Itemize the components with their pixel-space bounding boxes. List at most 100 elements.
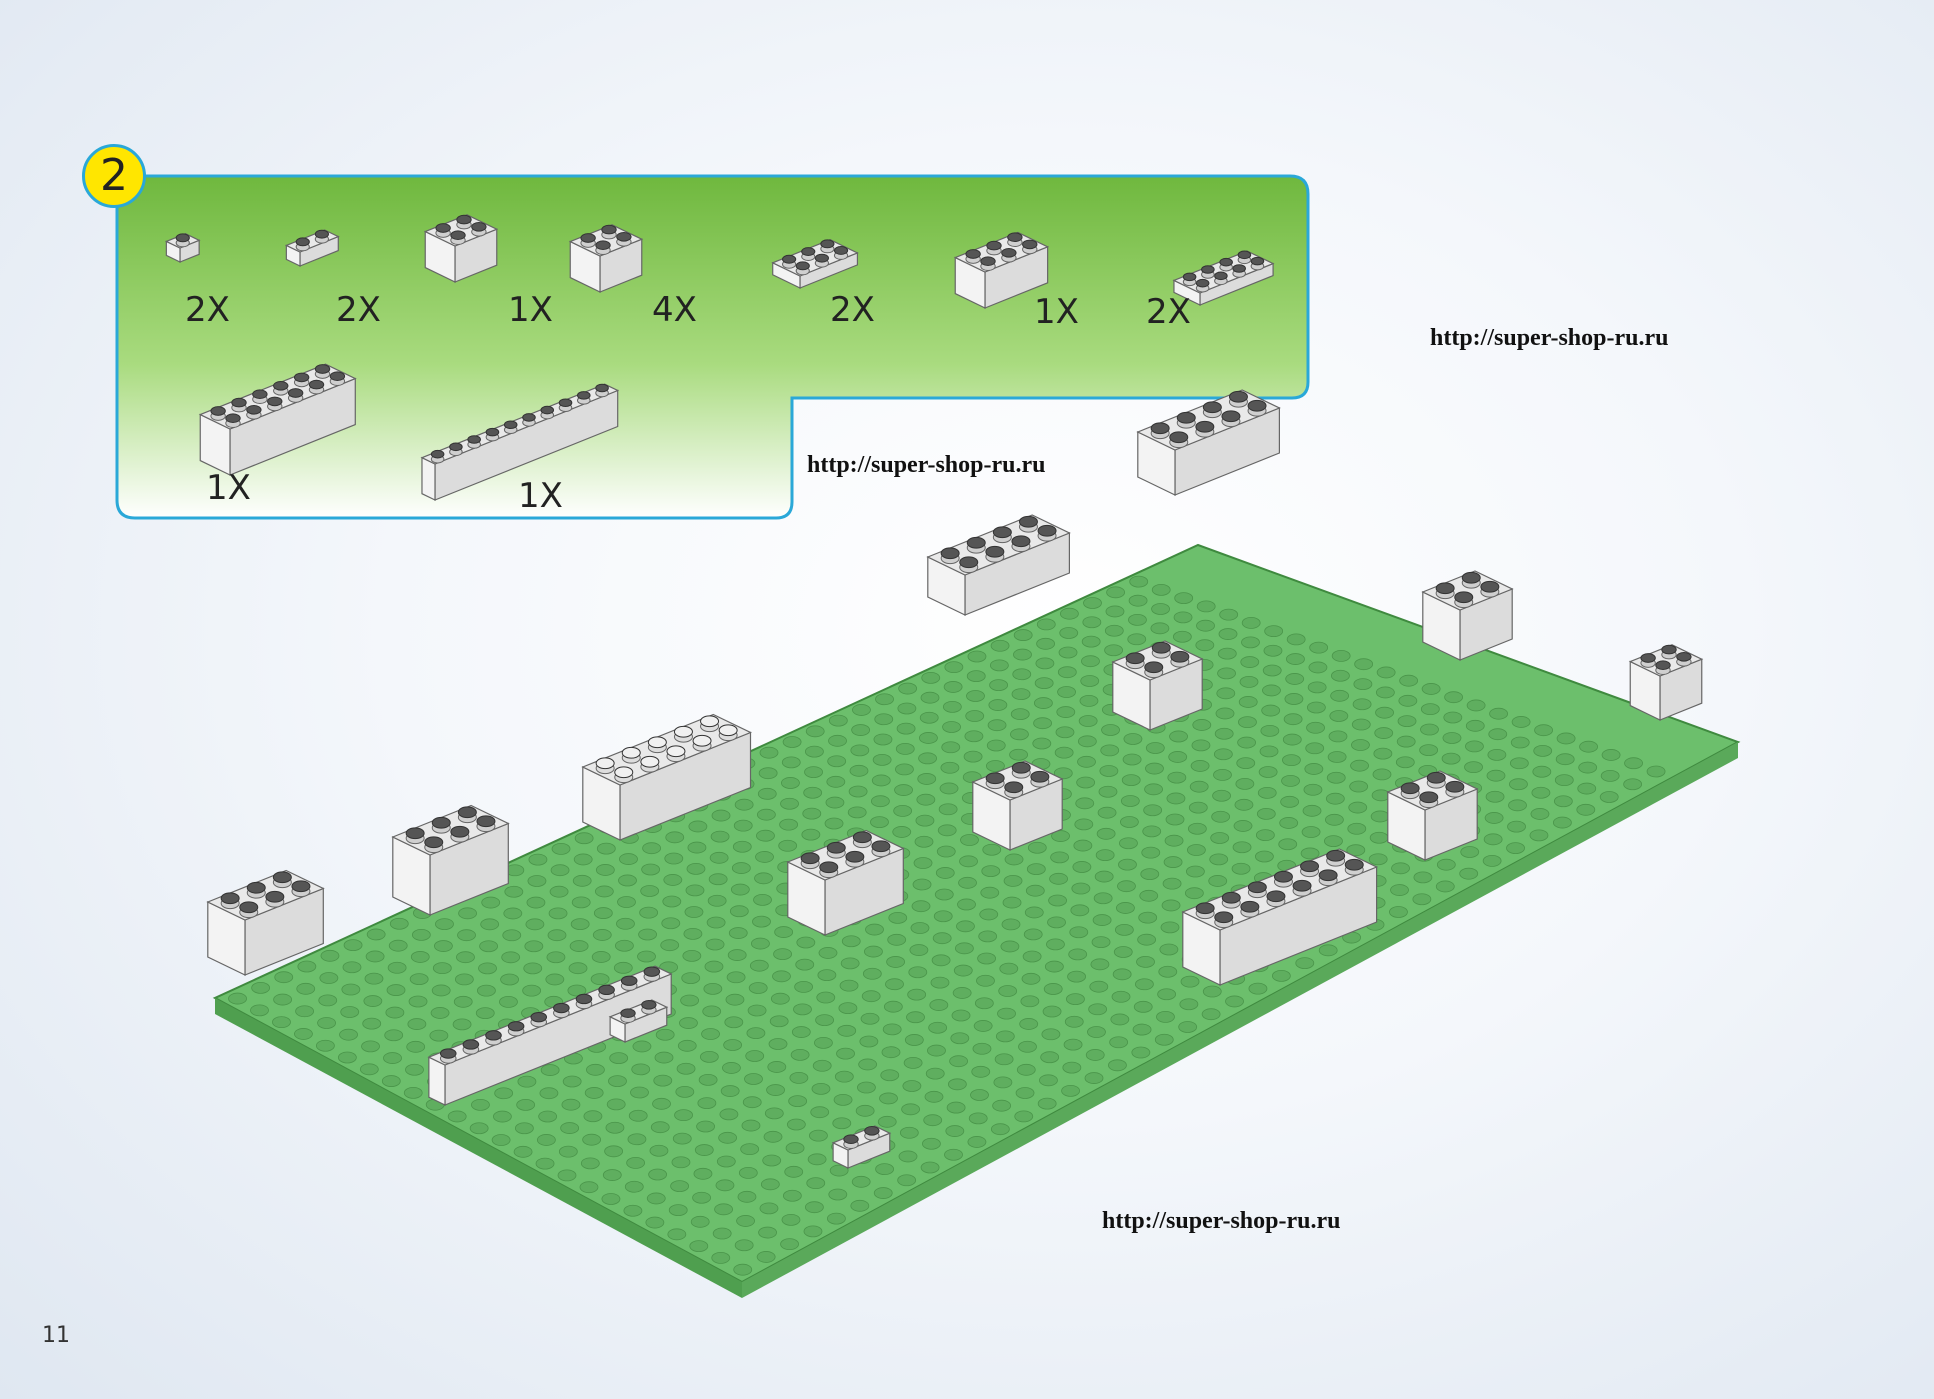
baseplate-stud — [864, 945, 883, 958]
baseplate-stud — [927, 1044, 946, 1057]
baseplate-stud — [914, 835, 934, 848]
baseplate-stud — [810, 1106, 830, 1119]
placed-brick-stud — [1480, 580, 1500, 593]
baseplate-stud — [1254, 850, 1274, 863]
baseplate-stud — [1486, 769, 1506, 782]
baseplate-stud — [1131, 1046, 1151, 1059]
placed-white-brick-stud — [718, 724, 738, 737]
baseplate-stud — [796, 936, 816, 949]
baseplate-stud — [993, 1076, 1013, 1089]
baseplate-stud — [337, 1051, 357, 1064]
baseplate-stud — [829, 1164, 849, 1177]
placed-brick-stud — [852, 831, 872, 844]
baseplate-stud — [317, 1017, 336, 1029]
baseplate-front-edge — [215, 998, 742, 1298]
baseplate-stud — [411, 928, 431, 941]
baseplate-stud — [769, 1015, 789, 1028]
baseplate-stud — [1399, 674, 1419, 687]
baseplate-stud — [912, 878, 932, 891]
baseplate-stud — [1074, 818, 1094, 831]
baseplate-stud — [1172, 630, 1192, 643]
baseplate-stud — [899, 1126, 919, 1139]
baseplate-stud — [1351, 739, 1370, 751]
baseplate-stud — [366, 928, 386, 941]
placed-white-brick — [581, 713, 752, 841]
baseplate-stud — [726, 971, 746, 984]
baseplate-stud — [1046, 938, 1065, 951]
baseplate-stud — [974, 997, 994, 1010]
part-icon-2x3-stud — [986, 240, 1002, 251]
baseplate-stud — [986, 739, 1006, 752]
baseplate-stud — [1105, 605, 1125, 618]
placed-brick-stud — [1195, 420, 1215, 433]
baseplate-stud — [1211, 810, 1231, 823]
placed-brick-stud — [826, 841, 846, 854]
baseplate-stud — [995, 1030, 1015, 1043]
baseplate-stud — [1507, 820, 1526, 833]
baseplate-stud — [806, 1177, 826, 1190]
baseplate-stud — [977, 952, 996, 965]
baseplate-stud — [839, 979, 859, 992]
placed-brick-stud — [1419, 791, 1439, 804]
baseplate-stud — [405, 1063, 424, 1076]
baseplate-stud — [1132, 1023, 1152, 1036]
baseplate-stud — [381, 1075, 401, 1087]
baseplate-stud — [1020, 995, 1040, 1008]
baseplate-stud — [1100, 744, 1120, 757]
baseplate-stud — [1376, 666, 1396, 679]
baseplate-stud — [1188, 801, 1208, 814]
baseplate-stud — [804, 745, 824, 758]
baseplate-stud — [785, 1142, 805, 1154]
baseplate-stud — [1326, 771, 1346, 784]
baseplate-stud — [1510, 736, 1530, 749]
placed-brick-stud — [1240, 900, 1260, 913]
baseplate-stud — [755, 851, 774, 863]
placed-brick-stud — [220, 892, 240, 905]
baseplate-stud — [652, 1097, 671, 1110]
baseplate-stud — [385, 1006, 405, 1019]
baseplate-stud — [683, 927, 703, 940]
part-quantity: 2X — [336, 290, 381, 330]
part-icon-2x3 — [953, 231, 1050, 309]
baseplate-stud — [567, 984, 587, 997]
placed-brick — [786, 829, 905, 936]
baseplate-stud — [595, 864, 615, 876]
baseplate-stud — [1120, 795, 1140, 807]
baseplate-stud — [816, 991, 836, 1004]
placed-brick-stud — [1030, 770, 1050, 783]
baseplate-stud — [546, 951, 566, 964]
baseplate-stud — [772, 970, 791, 983]
baseplate-stud — [550, 864, 570, 877]
baseplate-stud — [789, 1072, 809, 1084]
baseplate-stud — [1123, 733, 1143, 745]
part-quantity: 2X — [830, 290, 875, 330]
baseplate-stud — [979, 908, 999, 921]
baseplate-stud — [1140, 868, 1160, 881]
baseplate-stud — [728, 927, 748, 939]
baseplate-stud — [1306, 721, 1325, 734]
step-number-badge: 2 — [82, 144, 146, 208]
baseplate-stud — [928, 1021, 948, 1034]
baseplate-stud — [851, 1175, 871, 1188]
baseplate-stud — [1375, 706, 1394, 719]
baseplate-stud — [1085, 1049, 1105, 1061]
baseplate-stud — [1013, 629, 1033, 641]
baseplate-stud — [1213, 748, 1233, 761]
baseplate-stud — [1168, 751, 1188, 763]
placed-corner-brick-stud — [1655, 660, 1671, 671]
baseplate-stud — [786, 1118, 806, 1131]
baseplate-stud — [1215, 707, 1235, 720]
baseplate-stud — [1035, 657, 1055, 670]
baseplate-stud — [1027, 841, 1047, 854]
baseplate-stud — [1218, 628, 1238, 640]
placed-long-brick-stud — [553, 1002, 570, 1014]
part-quantity: 1X — [206, 468, 251, 508]
baseplate-stud — [645, 1216, 665, 1229]
baseplate-stud — [670, 1180, 690, 1193]
baseplate-stud — [1397, 715, 1417, 727]
baseplate-stud — [915, 814, 935, 827]
baseplate-stud — [1174, 592, 1194, 605]
baseplate-stud — [826, 775, 846, 788]
baseplate-stud — [945, 1125, 965, 1137]
